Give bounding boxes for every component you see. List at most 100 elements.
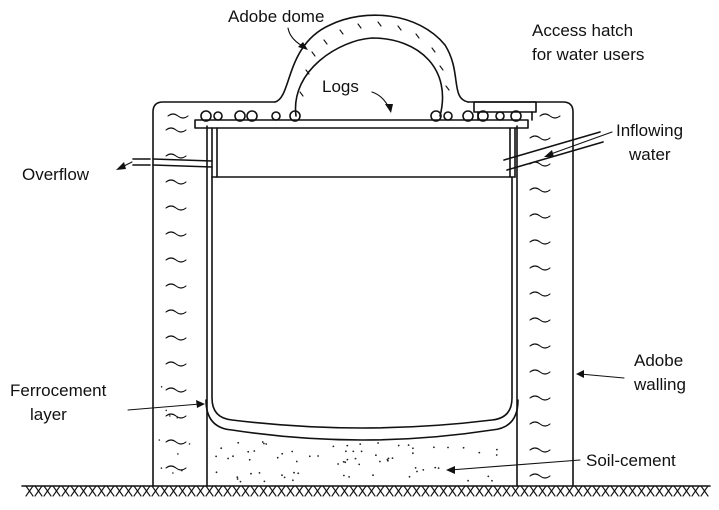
log-circle bbox=[213, 111, 223, 121]
soil-dot bbox=[467, 479, 469, 482]
hatch-mark bbox=[610, 485, 619, 497]
soil-dot bbox=[236, 478, 239, 480]
hatch-mark bbox=[286, 485, 295, 497]
wall-wave-mark bbox=[167, 113, 189, 119]
soil-dot bbox=[293, 471, 295, 474]
soil-dot bbox=[387, 459, 389, 462]
access-hatch[interactable] bbox=[473, 101, 537, 121]
label-inflowing-line2: water bbox=[628, 145, 671, 164]
wall-wave-mark bbox=[529, 369, 551, 375]
labels: Adobe dome Access hatch for water users … bbox=[10, 7, 686, 470]
soil-dot bbox=[283, 476, 286, 479]
logs bbox=[200, 110, 522, 122]
wall-wave-mark bbox=[165, 439, 187, 445]
wall-wave-mark bbox=[529, 343, 551, 349]
log-circle bbox=[495, 111, 505, 121]
hatch-mark bbox=[223, 485, 232, 497]
dome-tick-mark bbox=[431, 47, 436, 53]
hatch-mark bbox=[412, 485, 421, 497]
wall-wave-mark bbox=[529, 213, 551, 219]
hatch-mark bbox=[601, 485, 610, 497]
soil-dot bbox=[433, 446, 435, 449]
soil-dot bbox=[342, 460, 345, 463]
label-ferrocement-line1: Ferrocement bbox=[10, 381, 107, 400]
hatch-mark bbox=[520, 485, 529, 497]
dome-tick-mark bbox=[323, 39, 328, 45]
wall-wave-mark bbox=[165, 231, 187, 237]
log-circle bbox=[430, 110, 442, 122]
hatch-mark bbox=[574, 485, 583, 497]
soil-dot bbox=[177, 453, 179, 455]
hatch-mark bbox=[142, 485, 151, 497]
soil-dot bbox=[236, 476, 239, 479]
hatch-mark bbox=[349, 485, 358, 497]
wall-wave-mark bbox=[539, 113, 561, 119]
soil-dot bbox=[346, 458, 349, 461]
hatch-mark bbox=[277, 485, 286, 497]
inflow-pipe bbox=[503, 131, 604, 171]
hatch-mark bbox=[664, 485, 673, 497]
soil-dot bbox=[397, 444, 400, 447]
wall-wave-mark bbox=[165, 465, 187, 471]
wall-wave-mark bbox=[529, 421, 551, 427]
label-access-hatch-line1: Access hatch bbox=[532, 21, 633, 40]
hatch-mark bbox=[493, 485, 502, 497]
log-circle bbox=[234, 110, 246, 122]
adobe-dome bbox=[274, 14, 469, 117]
hatch-mark bbox=[430, 485, 439, 497]
soil-cement-fill bbox=[158, 386, 498, 483]
soil-dot bbox=[291, 450, 294, 453]
hatch-mark bbox=[358, 485, 367, 497]
soil-dot bbox=[434, 466, 437, 469]
soil-dot bbox=[292, 479, 294, 482]
label-soil-cement: Soil-cement bbox=[586, 451, 676, 470]
hatch-mark bbox=[682, 485, 691, 497]
soil-dot bbox=[297, 472, 300, 475]
hatch-mark bbox=[322, 485, 331, 497]
wall-wave-mark bbox=[165, 179, 187, 185]
label-inflowing-line1: Inflowing bbox=[616, 121, 683, 140]
wall-wave-mark bbox=[529, 291, 551, 297]
soil-dot bbox=[227, 457, 230, 460]
soil-dot bbox=[416, 470, 418, 473]
soil-dot bbox=[247, 450, 250, 453]
hatch-mark bbox=[25, 485, 34, 497]
hatch-mark bbox=[628, 485, 637, 497]
hatch-mark bbox=[259, 485, 268, 497]
soil-dot bbox=[317, 455, 319, 457]
hatch-mark bbox=[214, 485, 223, 497]
wall-wave-mark bbox=[165, 205, 187, 211]
wall-wave-mark bbox=[165, 387, 187, 393]
dome-tick-mark bbox=[357, 23, 362, 29]
hatch-mark bbox=[313, 485, 322, 497]
ground-hatching bbox=[25, 485, 709, 497]
wall-wave-mark bbox=[165, 413, 187, 419]
soil-dot bbox=[215, 455, 218, 458]
adobe-walls bbox=[152, 101, 574, 487]
hatch-mark bbox=[457, 485, 466, 497]
soil-dot bbox=[239, 480, 242, 483]
wall-wave-mark bbox=[529, 395, 551, 401]
ground bbox=[21, 485, 711, 497]
soil-dot bbox=[352, 450, 355, 453]
hatch-mark bbox=[43, 485, 52, 497]
soil-dot bbox=[176, 416, 179, 419]
wall-wave-mark bbox=[165, 283, 187, 289]
hatch-mark bbox=[133, 485, 142, 497]
soil-dot bbox=[248, 458, 251, 461]
wall-wave-mark bbox=[529, 187, 551, 193]
hatch-mark bbox=[421, 485, 430, 497]
hatch-mark bbox=[367, 485, 376, 497]
hatch-mark bbox=[340, 485, 349, 497]
hatch-mark bbox=[655, 485, 664, 497]
hatch-mark bbox=[385, 485, 394, 497]
soil-dot bbox=[358, 463, 361, 466]
soil-dot bbox=[496, 448, 498, 451]
dome-tick-mark bbox=[311, 51, 316, 57]
soil-dot bbox=[491, 479, 493, 482]
label-adobe-walling-line1: Adobe bbox=[634, 351, 683, 370]
hatch-mark bbox=[70, 485, 79, 497]
soil-dot bbox=[332, 445, 335, 448]
soil-dot bbox=[360, 450, 363, 453]
